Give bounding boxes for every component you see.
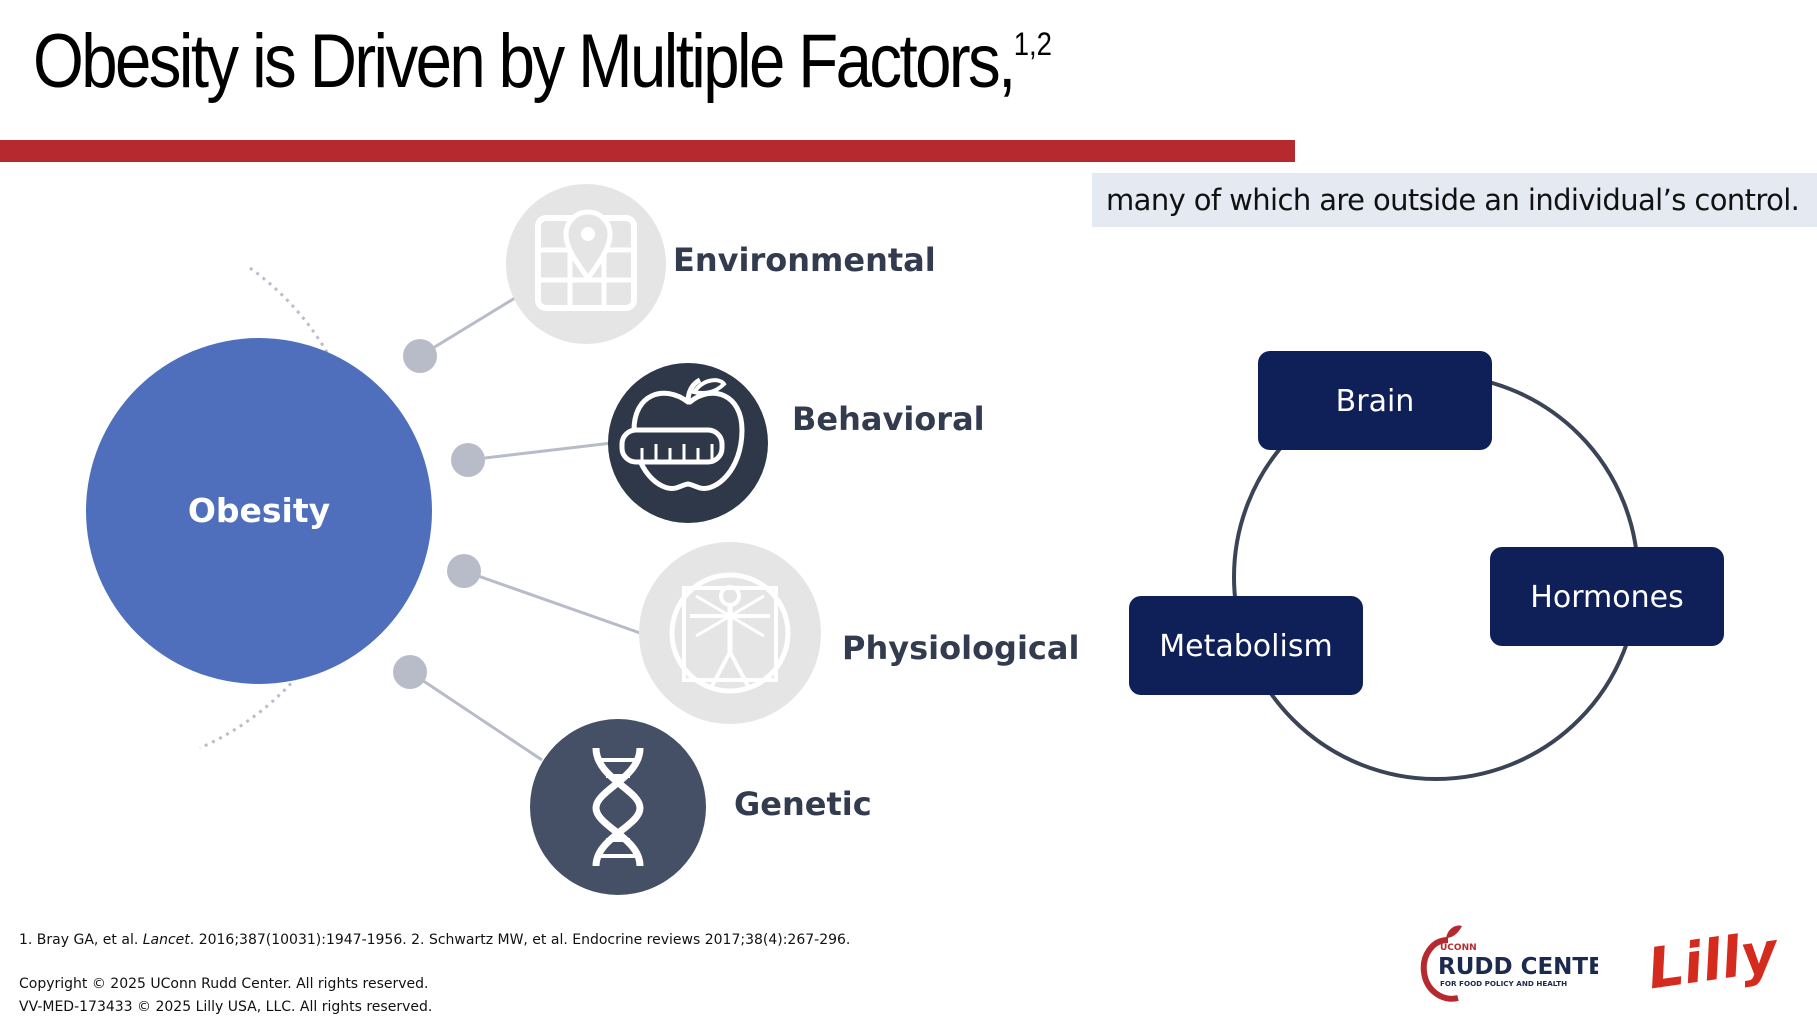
obesity-label: Obesity — [188, 491, 330, 530]
map-pin-icon — [506, 184, 666, 344]
cycle-node-metabolism-label: Metabolism — [1159, 629, 1332, 664]
slide-title: Obesity is Driven by Multiple Factors,1,… — [33, 18, 1052, 105]
factor-label-environmental: Environmental — [673, 241, 936, 279]
slide-title-text: Obesity is Driven by Multiple Factors, — [33, 19, 1016, 104]
connector-behavioral — [467, 441, 613, 462]
cycle-node-brain-label: Brain — [1336, 384, 1415, 419]
dotted-arc — [199, 266, 368, 750]
connector-dot-3 — [447, 554, 481, 588]
subtitle-callout: many of which are outside an individual’… — [1092, 173, 1817, 227]
ref1-prefix: 1. Bray GA, et al. — [19, 932, 143, 948]
connector-environmental — [419, 296, 516, 358]
factor-label-physiological: Physiological — [842, 629, 1079, 667]
title-superscript: 1,2 — [1013, 26, 1052, 62]
connector-physiological — [463, 569, 641, 635]
copyright-line-2: VV-MED-173433 © 2025 Lilly USA, LLC. All… — [19, 999, 433, 1015]
connector-dot-1 — [403, 339, 437, 373]
apple-tape-measure-icon — [608, 363, 768, 523]
cycle-node-metabolism — [1129, 596, 1363, 695]
factor-label-behavioral: Behavioral — [792, 400, 985, 438]
connector-dot-4 — [393, 655, 427, 689]
cycle-node-hormones-label: Hormones — [1530, 580, 1683, 615]
cycle-node-brain — [1258, 351, 1492, 450]
apple-logo-icon — [1420, 937, 1459, 1002]
rudd-logo-sub: FOR FOOD POLICY AND HEALTH — [1440, 979, 1567, 988]
obesity-circle — [86, 338, 432, 684]
copyright-line-1: Copyright © 2025 UConn Rudd Center. All … — [19, 976, 429, 992]
red-divider-bar — [0, 140, 1295, 162]
rudd-center-logo: UCONN RUDD CENTER FOR FOOD POLICY AND HE… — [1420, 925, 1598, 1002]
references-footnote: 1. Bray GA, et al. Lancet. 2016;387(1003… — [19, 932, 850, 948]
factor-label-genetic: Genetic — [734, 785, 872, 823]
ref1-suffix: . 2016;387(10031):1947-1956. 2. Schwartz… — [189, 932, 851, 948]
cycle-node-hormones — [1490, 547, 1724, 646]
ref1-journal: Lancet — [142, 932, 190, 948]
rudd-logo-main: RUDD CENTER — [1438, 954, 1598, 980]
rudd-logo-uconn: UCONN — [1440, 943, 1477, 953]
connector-genetic — [409, 670, 543, 762]
connector-dot-2 — [451, 443, 485, 477]
dna-icon — [530, 719, 706, 895]
vitruvian-man-icon — [639, 542, 821, 724]
lilly-logo-text: Lilly — [1644, 924, 1784, 1002]
lilly-logo: Lilly — [1644, 924, 1784, 1002]
